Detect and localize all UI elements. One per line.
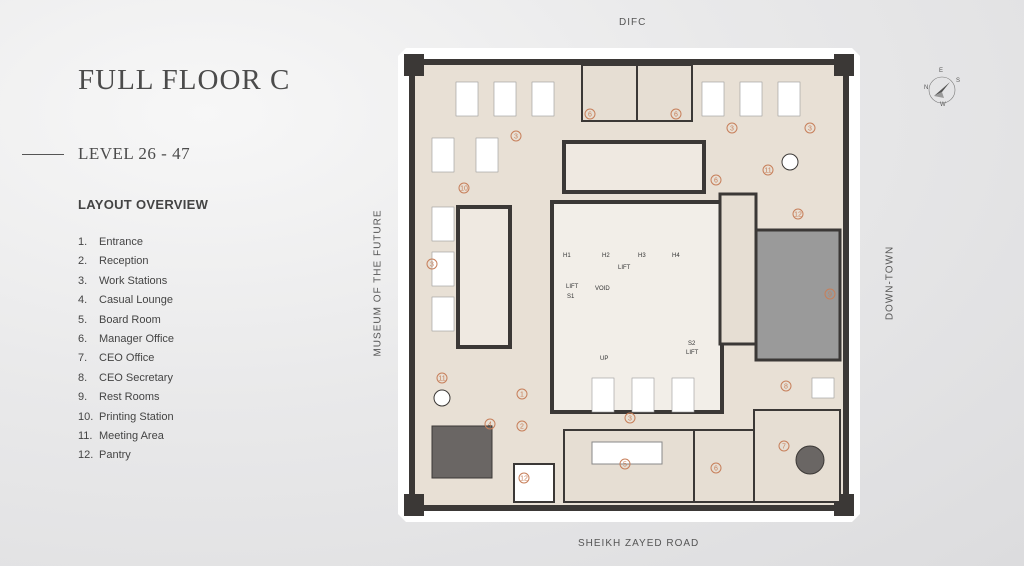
building-core [550,200,724,414]
meeting-table-top [781,153,799,171]
work-stations [431,81,835,413]
legend-item: 1.Entrance [78,236,144,248]
street-label-bottom: SHEIKH ZAYED ROAD [578,538,700,549]
legend-item: 5.Board Room [78,313,161,326]
board-room [563,429,695,503]
legend-item: 12.Pantry [78,449,131,462]
room-markers: 1 2 3 3 3 3 3 4 5 6 6 6 6 7 8 9 10 11 11… [426,108,836,484]
legend-item: 4.Casual Lounge [78,294,174,307]
lift-h1: H1 [563,253,571,259]
legend-item: 9.Rest Rooms [78,391,160,404]
level-range: LEVEL 26 - 47 [78,144,191,163]
ceo-rug [795,445,825,475]
lift-h2: H2 [602,253,610,259]
legend-item: 2.Reception [78,255,149,268]
legend-item: 11.Meeting Area [78,429,164,442]
pantry-bottom [513,463,555,503]
legend-item: 10.Printing Station [78,410,174,423]
street-label-left: MUSEUM OF THE FUTURE [372,209,384,357]
svg-text:3: 3 [430,262,434,269]
svg-text:6: 6 [714,466,718,473]
manager-office-bottom [693,429,755,503]
svg-text:3: 3 [514,134,518,141]
legend-item: 6.Manager Office [78,332,175,345]
layout-overview-heading: LAYOUT OVERVIEW [78,197,209,212]
svg-text:9: 9 [828,292,832,299]
floor-plan: H1 H2 H3 H4 LIFT VOID LIFT S1 S2 LIFT UP… [398,48,860,522]
svg-text:7: 7 [782,444,786,451]
svg-text:LIFT: LIFT [566,284,579,290]
restrooms [754,228,842,362]
svg-text:6: 6 [674,112,678,119]
void-label: VOID [595,286,610,292]
legend-item: 3.Work Stations [78,274,168,287]
lift-h4: H4 [672,253,680,259]
svg-text:4: 4 [488,422,492,429]
svg-text:12: 12 [794,212,802,219]
svg-text:12: 12 [520,476,528,483]
compass-icon: E S N W [924,68,961,108]
svg-text:LIFT: LIFT [686,350,699,356]
svg-text:3: 3 [808,126,812,133]
legend-item: 8.CEO Secretary [78,371,173,384]
layout-legend: 1.Entrance 2.Reception 3.Work Stations 4… [78,236,174,469]
street-label-right: DOWN-TOWN [884,245,896,321]
legend-item: 7.CEO Office [78,352,155,365]
svg-text:3: 3 [730,126,734,133]
svg-text:S2: S2 [688,341,696,347]
svg-text:1: 1 [520,392,524,399]
stair-up-label: UP [600,356,608,362]
level-divider [22,154,64,155]
svg-text:8: 8 [784,384,788,391]
svg-text:6: 6 [588,112,592,119]
svg-text:5: 5 [623,462,627,469]
casual-lounge-rug [431,425,493,479]
svg-text:11: 11 [438,376,445,383]
meeting-table-left [433,389,451,407]
street-label-top: DIFC [619,17,647,28]
svg-text:10: 10 [460,186,468,193]
svg-text:11: 11 [764,168,771,175]
shaft-left [456,205,512,349]
svg-text:S1: S1 [567,294,575,300]
outer-wall [409,59,849,511]
service-shafts [562,140,706,194]
lift-h3: H3 [638,253,646,259]
storage-column [718,192,758,346]
page-title: FULL FLOOR C [78,64,291,96]
svg-text:3: 3 [628,416,632,423]
lift-label: LIFT [618,265,631,271]
svg-text:2: 2 [520,424,524,431]
svg-text:6: 6 [714,178,718,185]
